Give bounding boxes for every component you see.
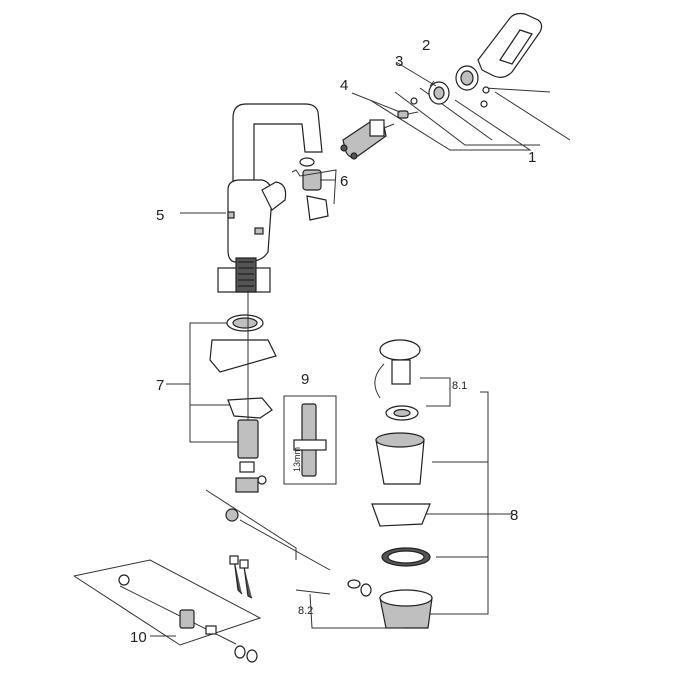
spanner-tool [283,395,337,485]
hose-kit [73,559,262,663]
part-1-leader-lines [369,87,571,151]
callout-8: 8 [510,507,518,524]
callout-7: 7 [156,377,164,394]
screw [397,97,419,119]
callout-leaders [150,61,437,637]
cover-ring [455,65,479,91]
mounting-set [189,290,277,493]
callout-4: 4 [340,77,348,94]
pop-up-rod [205,489,404,629]
callout-6: 6 [340,173,348,190]
callout-5: 5 [156,207,164,224]
faucet-body [217,103,323,293]
handle-lever [477,12,543,108]
supply-hoses [229,555,253,599]
aerator-parts [291,157,337,221]
callout-3: 3 [395,53,403,70]
adapter-ring [428,81,450,105]
callout-8-2: 8.2 [298,605,313,617]
pop-up-waste-set [371,339,512,629]
tool-size-label: 13mm [292,447,302,472]
cartridge [340,119,395,160]
callout-9: 9 [301,371,309,388]
callout-8-1: 8.1 [452,380,467,392]
callout-2: 2 [422,37,430,54]
callout-1: 1 [528,149,536,166]
callout-10: 10 [130,629,147,646]
